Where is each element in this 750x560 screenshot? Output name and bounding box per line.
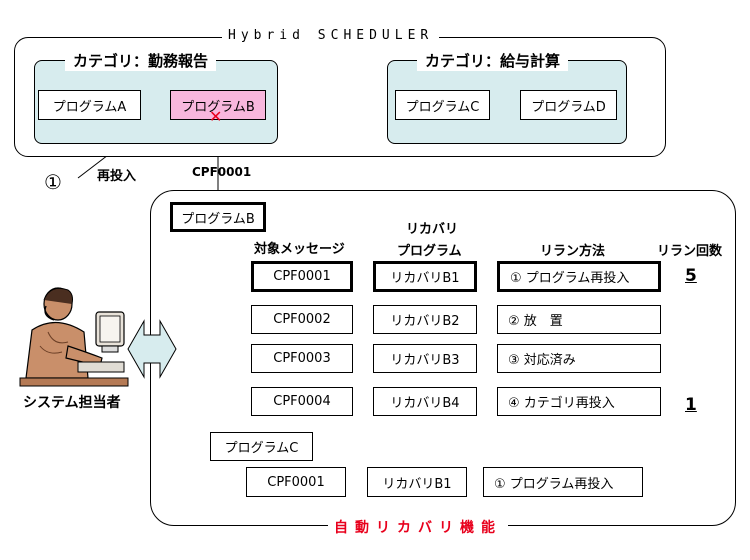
rerun-method-box: ② 放 置 [497,305,661,334]
program-c-message-box: CPF0001 [246,467,346,497]
operator-person-icon [19,287,129,387]
header-recovery-line2: プログラム [397,244,462,259]
header-recovery-line1: リカバリ [406,222,459,237]
header-rerun-count: リラン回数 [657,244,723,259]
auto-recovery-title: 自動リカバリ機能 [328,517,508,537]
category-payroll-title: カテゴリ：給与計算 [417,50,569,71]
rerun-count: 5 [685,266,697,286]
message-box: CPF0002 [251,305,353,334]
rerun-label: 再投入 [97,169,137,184]
rerun-method-box: ④ カテゴリ再投入 [497,387,661,416]
program-c-rerun-method-box: ① プログラム再投入 [483,467,643,497]
recovery-program-box: リカバリB2 [373,305,477,334]
error-code-label: CPF0001 [192,165,252,179]
rerun-count: 1 [685,395,697,415]
rerun-method-box: ① プログラム再投入 [497,261,661,292]
recovery-program-c-box: プログラムC [210,432,313,461]
recovery-program-box: リカバリB3 [373,344,477,373]
program-c-recovery-program-box: リカバリB1 [367,467,467,497]
program-a-box: プログラムA [38,90,141,120]
rerun-method-box: ③ 対応済み [497,344,661,373]
double-arrow-icon [127,319,177,379]
header-rerun-method: リラン方法 [540,244,606,259]
rerun-marker: ① [44,170,62,194]
recovery-program-box: リカバリB1 [373,261,477,292]
message-box: CPF0004 [251,387,353,416]
header-target-message: 対象メッセージ [254,242,345,257]
hybrid-scheduler-title: Hybrid SCHEDULER [222,28,440,43]
program-b-error-box: プログラムB [170,90,266,120]
operator-label: システム担当者 [23,395,121,411]
recovery-program-box: リカバリB4 [373,387,477,416]
message-box: CPF0003 [251,344,353,373]
program-d-box: プログラムD [520,90,617,120]
message-box: CPF0001 [251,261,353,292]
category-attendance-title: カテゴリ：勤務報告 [65,50,217,71]
recovery-program-b-box: プログラムB [170,202,266,232]
program-c-box: プログラムC [395,90,490,120]
error-cross-icon: ✕ [209,107,223,126]
